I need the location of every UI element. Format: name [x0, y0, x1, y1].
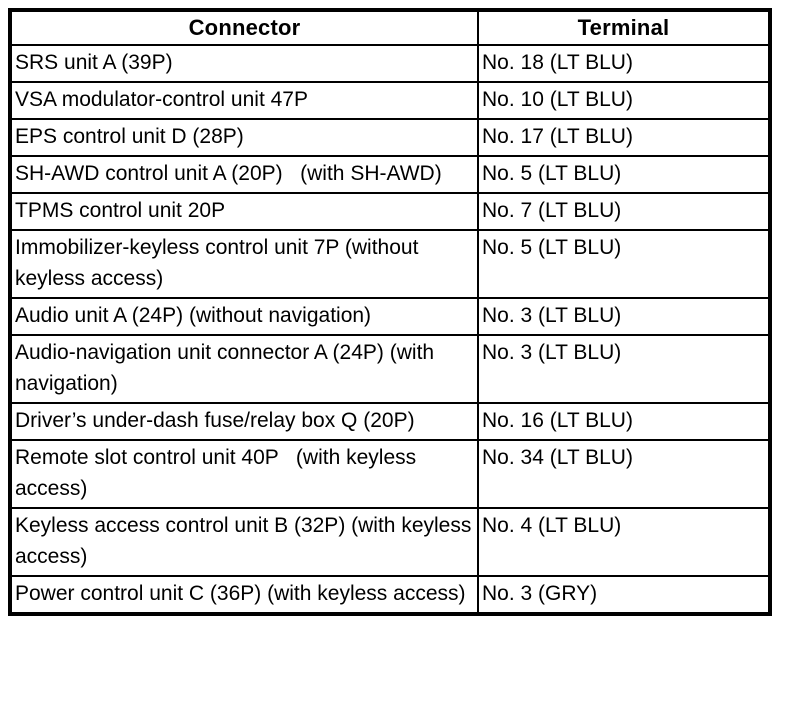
connector-cell: EPS control unit D (28P)	[9, 118, 479, 157]
table-row: EPS control unit D (28P) No. 17 (LT BLU)	[9, 118, 771, 157]
terminal-cell: No. 18 (LT BLU)	[477, 44, 771, 83]
table-row: Driver’s under-dash fuse/relay box Q (20…	[9, 402, 771, 441]
terminal-cell: No. 17 (LT BLU)	[477, 118, 771, 157]
connector-cell: SRS unit A (39P)	[9, 44, 479, 83]
terminal-cell: No. 7 (LT BLU)	[477, 192, 771, 231]
table-row: VSA modulator-control unit 47P No. 10 (L…	[9, 81, 771, 120]
terminal-cell: No. 5 (LT BLU)	[477, 229, 771, 299]
table-row: Remote slot control unit 40P (with keyle…	[9, 439, 771, 509]
connector-cell: Power control unit C (36P) (with keyless…	[9, 575, 479, 615]
connector-cell: Audio unit A (24P) (without navigation)	[9, 297, 479, 336]
table-row: Keyless access control unit B (32P) (wit…	[9, 507, 771, 577]
table-row: TPMS control unit 20P No. 7 (LT BLU)	[9, 192, 771, 231]
connector-column-header: Connector	[9, 9, 479, 46]
table-body: SRS unit A (39P) No. 18 (LT BLU) VSA mod…	[9, 44, 771, 615]
connector-cell: Audio-navigation unit connector A (24P) …	[9, 334, 479, 404]
terminal-cell: No. 3 (GRY)	[477, 575, 771, 615]
connector-cell: Remote slot control unit 40P (with keyle…	[9, 439, 479, 509]
terminal-cell: No. 3 (LT BLU)	[477, 297, 771, 336]
table-row: Audio-navigation unit connector A (24P) …	[9, 334, 771, 404]
table-row: SH-AWD control unit A (20P) (with SH-AWD…	[9, 155, 771, 194]
connector-terminal-table: Connector Terminal SRS unit A (39P) No. …	[8, 8, 772, 616]
header-row: Connector Terminal	[9, 9, 771, 46]
connector-cell: SH-AWD control unit A (20P) (with SH-AWD…	[9, 155, 479, 194]
table-row: Power control unit C (36P) (with keyless…	[9, 575, 771, 615]
table-row: Audio unit A (24P) (without navigation) …	[9, 297, 771, 336]
terminal-cell: No. 34 (LT BLU)	[477, 439, 771, 509]
connector-cell: Driver’s under-dash fuse/relay box Q (20…	[9, 402, 479, 441]
connector-terminal-table-container: Connector Terminal SRS unit A (39P) No. …	[8, 8, 772, 616]
connector-cell: VSA modulator-control unit 47P	[9, 81, 479, 120]
connector-cell: TPMS control unit 20P	[9, 192, 479, 231]
terminal-cell: No. 10 (LT BLU)	[477, 81, 771, 120]
table-row: SRS unit A (39P) No. 18 (LT BLU)	[9, 44, 771, 83]
table-row: Immobilizer-keyless control unit 7P (wit…	[9, 229, 771, 299]
terminal-column-header: Terminal	[477, 9, 771, 46]
terminal-cell: No. 16 (LT BLU)	[477, 402, 771, 441]
terminal-cell: No. 5 (LT BLU)	[477, 155, 771, 194]
terminal-cell: No. 4 (LT BLU)	[477, 507, 771, 577]
terminal-cell: No. 3 (LT BLU)	[477, 334, 771, 404]
connector-cell: Keyless access control unit B (32P) (wit…	[9, 507, 479, 577]
connector-cell: Immobilizer-keyless control unit 7P (wit…	[9, 229, 479, 299]
